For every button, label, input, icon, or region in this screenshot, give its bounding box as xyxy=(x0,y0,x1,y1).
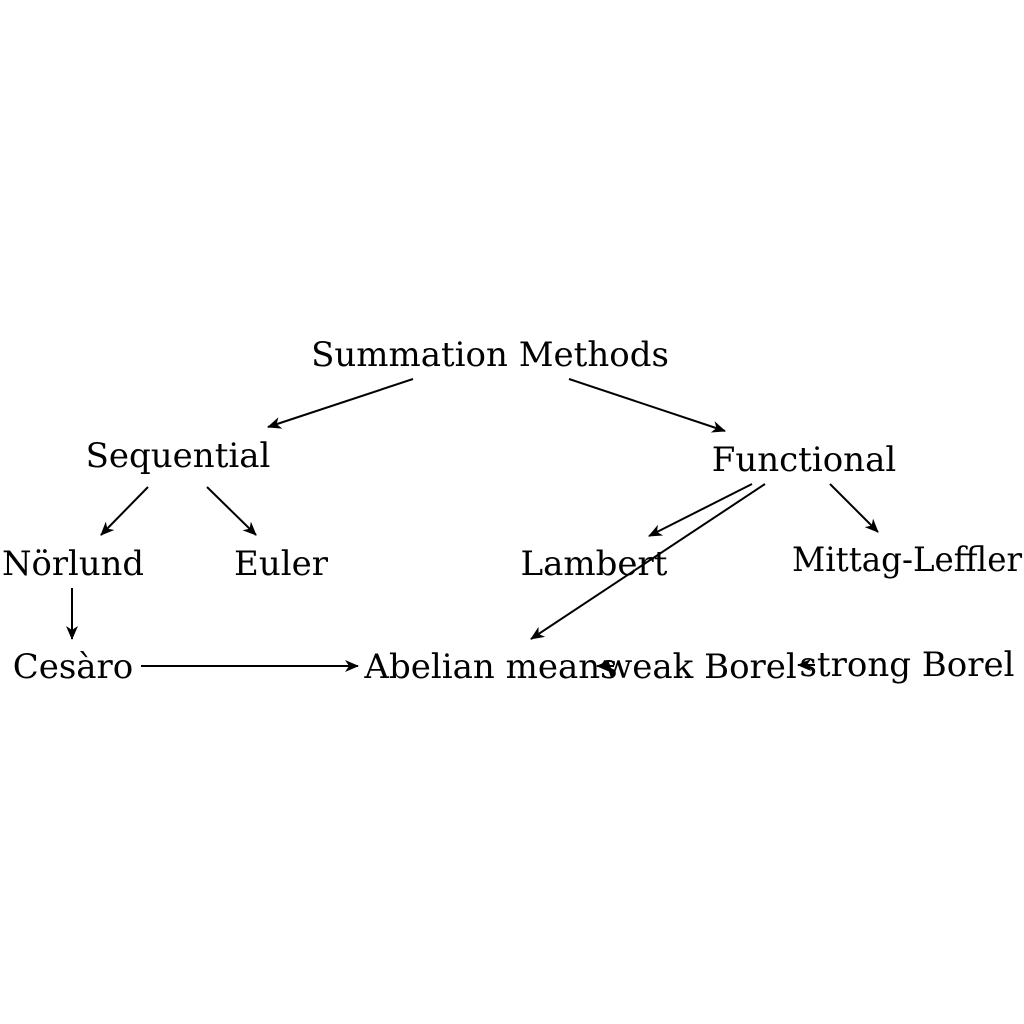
node-lambert: Lambert xyxy=(521,544,668,584)
edge-root-to-sequential xyxy=(267,378,414,429)
node-functional: Functional xyxy=(712,440,896,480)
node-norlund: Nörlund xyxy=(2,544,144,584)
edge-group xyxy=(66,378,879,672)
edge-functional-to-lambert xyxy=(648,483,753,537)
node-weak-borel: weak Borel xyxy=(603,647,797,687)
edge-root-to-functional xyxy=(568,378,726,433)
node-sequential: Sequential xyxy=(86,436,271,476)
node-abelian-means: Abelian means xyxy=(363,647,617,687)
node-strong-borel: strong Borel xyxy=(799,645,1014,685)
node-group: Summation Methods Sequential Functional … xyxy=(2,335,1023,687)
edge-functional-to-mittag-leffler xyxy=(829,483,879,533)
node-cesaro: Cesàro xyxy=(13,647,134,687)
edge-sequential-to-norlund xyxy=(100,486,149,536)
node-summation-methods: Summation Methods xyxy=(311,335,669,375)
node-euler: Euler xyxy=(234,544,329,584)
edge-sequential-to-euler xyxy=(206,486,257,536)
node-mittag-leffler: Mittag-Leffler xyxy=(792,540,1023,580)
edge-functional-to-abelian xyxy=(530,483,766,640)
